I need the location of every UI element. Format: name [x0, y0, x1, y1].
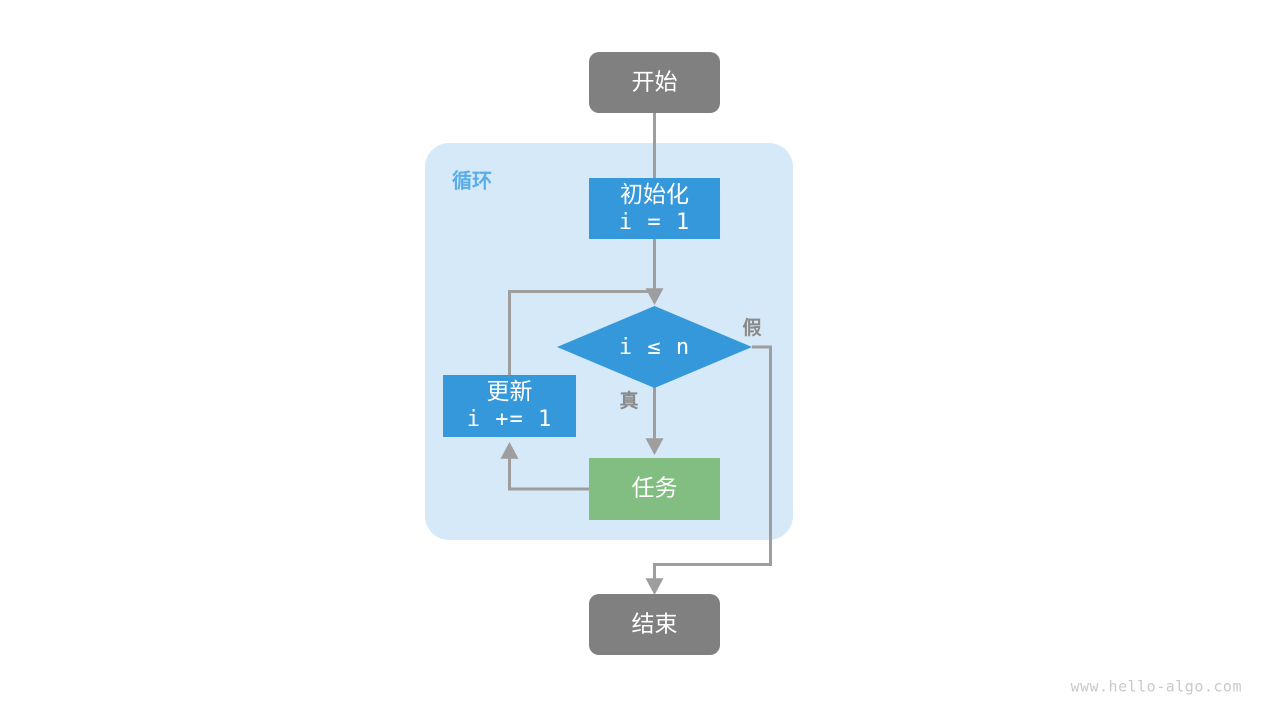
node-end[interactable]: 结束 [589, 594, 720, 655]
node-end-label: 结束 [632, 611, 678, 637]
node-condition-shape [557, 306, 752, 388]
loop-group-label: 循环 [452, 168, 492, 192]
node-start-label: 开始 [632, 69, 678, 95]
watermark: www.hello-algo.com [1070, 678, 1242, 696]
edge-label-false: 假 [742, 316, 761, 339]
node-init-shape [589, 178, 720, 239]
edge-label-true: 真 [619, 389, 638, 412]
node-init-label: 初始化 [620, 181, 689, 207]
node-end-shape [589, 594, 720, 655]
node-start[interactable]: 开始 [589, 52, 720, 113]
node-start-shape [589, 52, 720, 113]
node-condition[interactable]: i ≤ n [557, 306, 752, 388]
node-task[interactable]: 任务 [589, 458, 720, 520]
node-update-shape [443, 375, 576, 437]
node-update-code: i += 1 [467, 407, 552, 432]
node-task-shape [589, 458, 720, 520]
edge-update-to-condition [508, 290, 655, 375]
node-task-label: 任务 [632, 475, 678, 501]
node-condition-label: i ≤ n [619, 335, 690, 360]
edge-condition-false-to-end [645, 345, 772, 596]
node-init-code: i = 1 [619, 210, 690, 235]
node-update[interactable]: 更新 i += 1 [443, 375, 576, 437]
edge-task-to-update [500, 441, 589, 491]
node-update-label: 更新 [487, 378, 533, 404]
node-init[interactable]: 初始化 i = 1 [589, 178, 720, 239]
